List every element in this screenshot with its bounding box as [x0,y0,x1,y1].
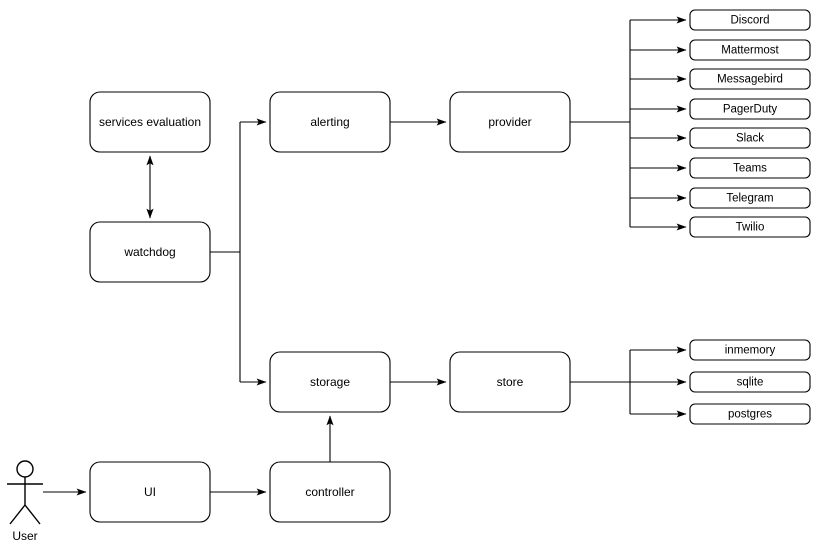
node-provider-pagerduty-label: PagerDuty [723,104,778,116]
node-provider-messagebird[interactable]: Messagebird [689,68,811,90]
node-store-postgres-box[interactable] [689,403,811,425]
node-alerting[interactable]: alerting [269,91,391,153]
node-storage[interactable]: storage [269,351,391,413]
node-provider-teams[interactable]: Teams [689,157,811,179]
node-storage-label: storage [310,375,350,389]
node-provider-telegram-label: Telegram [726,193,773,205]
node-provider-telegram[interactable]: Telegram [689,187,811,209]
node-provider-mattermost[interactable]: Mattermost [689,39,811,61]
node-controller-box[interactable] [269,461,391,523]
node-alerting-box[interactable] [269,91,391,153]
node-store-inmemory-box[interactable] [689,339,811,361]
node-store-label: store [497,375,524,389]
node-ui-box[interactable] [89,461,211,523]
user-actor-label: User [12,529,37,543]
node-store-postgres-label: postgres [728,409,772,421]
node-provider-discord-box[interactable] [689,9,811,31]
node-provider-label: provider [488,115,531,129]
node-provider-twilio[interactable]: Twilio [689,216,811,238]
node-provider-discord-label: Discord [731,15,770,27]
node-provider-twilio-box[interactable] [689,216,811,238]
node-store-inmemory-label: inmemory [725,345,776,357]
node-provider-mattermost-box[interactable] [689,39,811,61]
node-storage-box[interactable] [269,351,391,413]
node-controller-label: controller [305,485,354,499]
node-controller[interactable]: controller [269,461,391,523]
node-store-inmemory[interactable]: inmemory [689,339,811,361]
user-right-leg-line [24,504,41,525]
node-provider[interactable]: provider [449,91,571,153]
node-provider-twilio-label: Twilio [736,222,765,234]
node-services-evaluation[interactable]: services evaluation [89,91,211,153]
node-ui[interactable]: UI [89,461,211,523]
node-watchdog-box[interactable] [89,221,211,283]
node-provider-pagerduty[interactable]: PagerDuty [689,98,811,120]
user-actor[interactable]: User [7,460,43,543]
node-watchdog[interactable]: watchdog [89,221,211,283]
node-watchdog-label: watchdog [123,245,175,259]
node-store[interactable]: store [449,351,571,413]
node-services-evaluation-box[interactable] [89,91,211,153]
user-head-icon [16,460,34,478]
node-provider-box[interactable] [449,91,571,153]
node-provider-pagerduty-box[interactable] [689,98,811,120]
node-alerting-label: alerting [310,115,349,129]
node-provider-telegram-box[interactable] [689,187,811,209]
node-provider-mattermost-label: Mattermost [721,45,779,57]
node-ui-label: UI [144,485,156,499]
node-provider-slack-box[interactable] [689,127,811,149]
node-store-postgres[interactable]: postgres [689,403,811,425]
node-provider-slack[interactable]: Slack [689,127,811,149]
node-provider-teams-label: Teams [733,163,767,175]
node-store-sqlite-box[interactable] [689,371,811,393]
node-store-box[interactable] [449,351,571,413]
node-store-sqlite-label: sqlite [737,377,764,389]
node-store-sqlite[interactable]: sqlite [689,371,811,393]
user-left-leg-line [9,504,26,525]
node-provider-teams-box[interactable] [689,157,811,179]
node-provider-messagebird-box[interactable] [689,68,811,90]
node-provider-slack-label: Slack [736,133,764,145]
node-provider-discord[interactable]: Discord [689,9,811,31]
node-services-evaluation-label: services evaluation [99,115,201,129]
node-provider-messagebird-label: Messagebird [717,74,783,86]
